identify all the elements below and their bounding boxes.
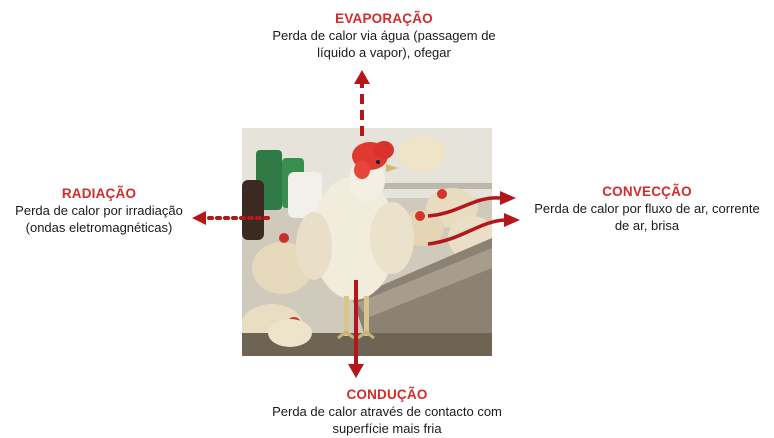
- radiation-arrow: [192, 211, 270, 225]
- evaporation-arrow: [354, 70, 370, 136]
- evaporation-description-line-2: líquido a vapor), ofegar: [317, 45, 451, 60]
- convection-title: CONVECÇÃO: [602, 184, 692, 199]
- convection-arrows: [427, 191, 520, 246]
- conduction-arrow: [348, 280, 364, 378]
- radiation-description-line-1: Perda de calor por irradiação: [15, 203, 183, 218]
- hen-photo-illustration: [242, 128, 492, 356]
- evaporation-description-line-1: Perda de calor via água (passagem de: [272, 28, 496, 43]
- conduction-description-line-2: superfície mais fria: [332, 421, 442, 436]
- conduction-description-line-1: Perda de calor através de contacto com: [272, 404, 502, 419]
- convection-label: CONVECÇÃO Perda de calor por fluxo de ar…: [526, 183, 768, 234]
- radiation-title: RADIAÇÃO: [61, 186, 137, 201]
- convection-description-line-2: de ar, brisa: [614, 218, 680, 233]
- hen-photo: [242, 128, 492, 356]
- radiation-description-line-2: (ondas eletromagnéticas): [25, 220, 173, 235]
- conduction-label: CONDUÇÃO Perda de calor através de conta…: [222, 386, 552, 437]
- radiation-label: RADIAÇÃO Perda de calor por irradiação (…: [0, 185, 198, 236]
- conduction-title: CONDUÇÃO: [346, 387, 428, 402]
- convection-description-line-1: Perda de calor por fluxo de ar, corrente: [534, 201, 760, 216]
- evaporation-label: EVAPORAÇÃO Perda de calor via água (pass…: [214, 10, 554, 61]
- evaporation-title: EVAPORAÇÃO: [335, 11, 433, 26]
